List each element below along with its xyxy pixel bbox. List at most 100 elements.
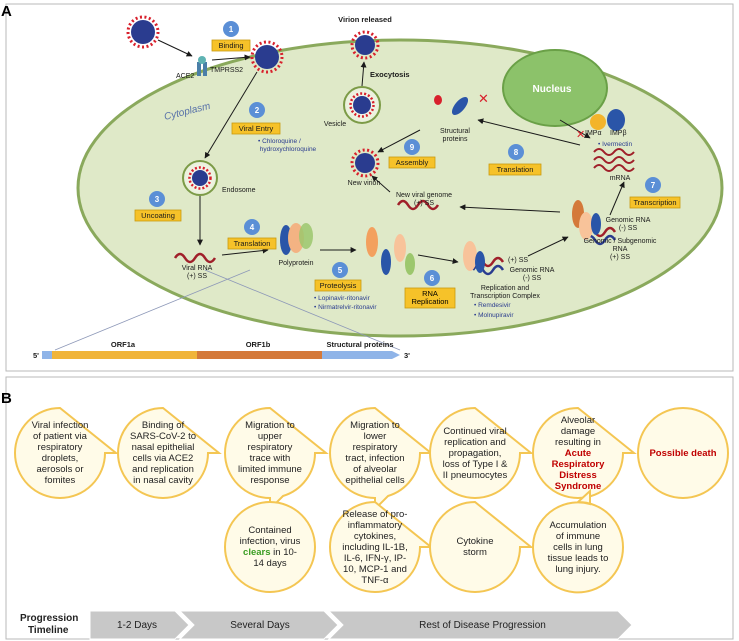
pos-ss-label: (+) SS — [508, 257, 528, 264]
panel-a-diagram: Nucleus Cytoplasm — [1, 3, 734, 372]
cell-membrane — [76, 38, 724, 338]
drug-nirmatrelvir: • Nirmatrelvir-ritonavir — [314, 304, 377, 311]
timeline-segment-3 — [327, 610, 633, 640]
timeline-segment-1-label: 1-2 Days — [116, 619, 157, 631]
step-3-number: 3 — [155, 195, 160, 204]
step-3 — [134, 191, 182, 222]
viral-rna-icon — [173, 252, 217, 264]
cleaved-protein-icon — [366, 227, 415, 275]
viral-rna-label: Viral RNA(+) SS — [182, 265, 213, 280]
block-x-icon: ✕ — [478, 92, 489, 107]
step-8 — [488, 144, 542, 176]
step-2-label: Viral Entry — [239, 124, 274, 133]
polyprotein-icon — [280, 223, 313, 255]
vesicle-label: Vesicle — [324, 121, 346, 128]
flow-circle-4 — [329, 406, 434, 512]
nucleus-label: Nucleus — [533, 84, 572, 95]
step-8-label: Translation — [497, 165, 534, 174]
imp-beta-label: IMPβ — [610, 130, 626, 137]
mrna-label: mRNA — [610, 175, 631, 182]
flow-circle-8 — [224, 501, 316, 593]
step-9-label: Assembly — [396, 158, 429, 167]
new-virion-icon — [350, 148, 380, 178]
imp-beta-icon — [607, 109, 625, 131]
step-1 — [211, 21, 251, 52]
endosome-label: Endosome — [222, 187, 256, 194]
endosome-icon — [182, 160, 218, 196]
step-2 — [231, 102, 281, 135]
genomic-rna-neg-label: Genomic RNA(-) SS — [606, 217, 651, 232]
step-4 — [227, 219, 277, 250]
transcription-complex-icon — [572, 200, 601, 240]
clears-highlight: clears — [243, 547, 271, 558]
top-row-circles — [14, 406, 729, 512]
receptor-icon — [197, 56, 207, 76]
timeline-segment-1 — [89, 610, 190, 640]
timeline-segment-2-label: Several Days — [230, 619, 290, 631]
orf1b-segment — [197, 351, 322, 359]
exocytosis-label: Exocytosis — [370, 70, 410, 79]
nucleus — [502, 49, 608, 127]
rtc-icon — [463, 241, 485, 273]
step-1-number: 1 — [229, 25, 234, 34]
step-5 — [314, 262, 362, 292]
step-6 — [404, 270, 456, 309]
timeline-bar — [89, 610, 633, 640]
timeline-title-line-2: Timeline — [28, 625, 69, 636]
flow-circle-6 — [532, 406, 637, 500]
virus-released-icon — [350, 30, 380, 60]
drug-ivermectin: • Ivermectin — [598, 141, 632, 148]
step-4-label: Translation — [234, 239, 271, 248]
mrna-icon — [593, 156, 635, 164]
block-x-icon-2: ✕ — [576, 128, 585, 141]
step-2-number: 2 — [255, 106, 260, 115]
flow-circle-7 — [637, 407, 729, 499]
three-prime-label: 3' — [404, 351, 410, 360]
drug-chloroquine: • Chloroquine / hydroxychloroquine — [258, 138, 317, 153]
vesicle-virus-icon — [343, 86, 381, 124]
drug-lopinavir: • Lopinavir-ritonavir — [314, 295, 371, 302]
five-prime-label: 5' — [33, 351, 39, 360]
new-virion-label: New virion — [348, 180, 381, 187]
step-7-number: 7 — [651, 181, 656, 190]
polyprotein-label: Polyprotein — [278, 260, 313, 267]
flow-circle-9 — [329, 500, 434, 594]
panel-a: Nucleus Cytoplasm — [1, 3, 734, 372]
bottom-row-circles — [224, 488, 625, 594]
step-4-number: 4 — [250, 223, 255, 232]
structural-proteins-bar-label: Structural proteins — [326, 340, 393, 349]
imp-alpha-label: IMPα — [585, 130, 602, 137]
step-7 — [629, 177, 681, 209]
flow-circle-11 — [532, 488, 625, 594]
flow-circle-2 — [117, 406, 222, 500]
timeline-segment-3-label: Rest of Disease Progression — [419, 619, 546, 631]
flow-circle-10 — [429, 500, 534, 594]
orf1a-segment — [52, 351, 197, 359]
flow-text-7: Possible death — [649, 447, 717, 459]
step-3-label: Uncoating — [141, 211, 175, 220]
genomic-rna-neg2-label: Genomic RNA(-) SS — [510, 267, 555, 282]
panel-b-letter: B — [1, 390, 12, 407]
step-1-label: Binding — [218, 41, 243, 50]
virus-incoming-icon — [126, 15, 160, 49]
step-5-number: 5 — [338, 266, 343, 275]
timeline-segment-2 — [178, 610, 339, 640]
tmprss2-label: TMPRSS2 — [210, 67, 243, 74]
panel-b-shapes: B — [1, 376, 734, 640]
step-8-number: 8 — [514, 148, 519, 157]
step-6-number: 6 — [430, 274, 435, 283]
step-5-label: Proteolysis — [320, 281, 357, 290]
structural-segment — [322, 351, 400, 359]
